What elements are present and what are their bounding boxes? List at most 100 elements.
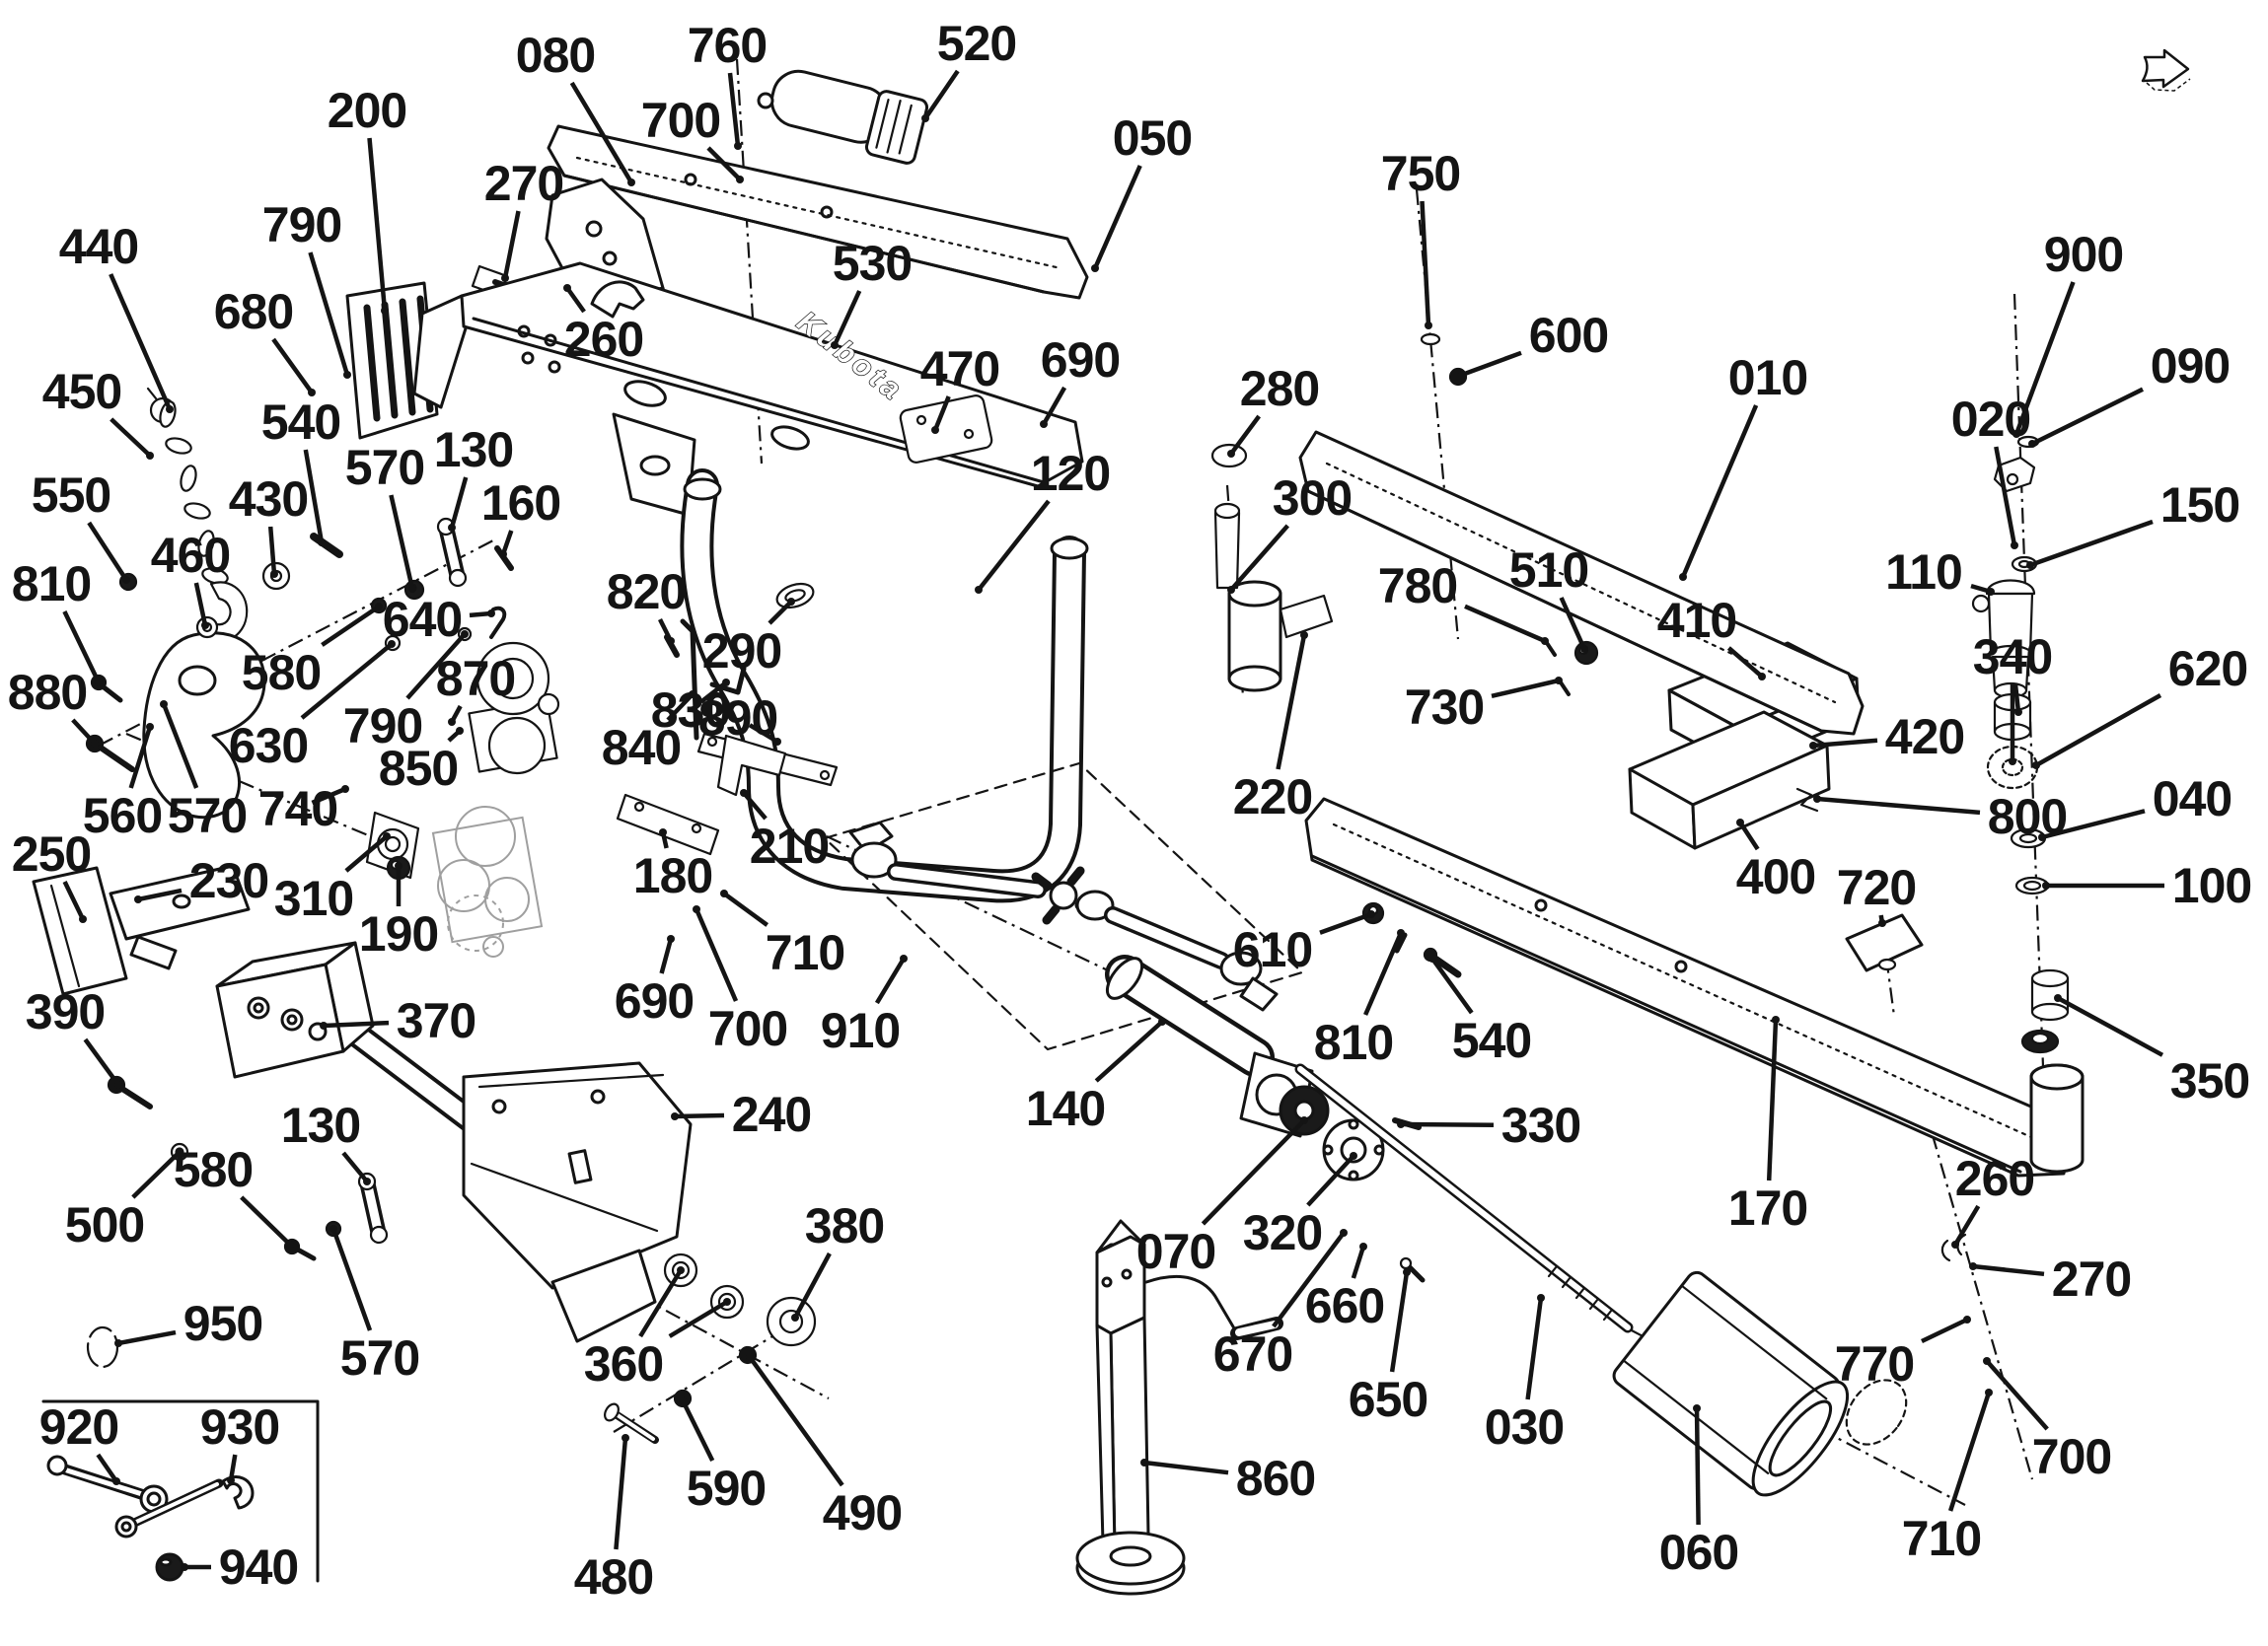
part-callout[interactable]: 660 — [1304, 1278, 1385, 1333]
part-callout[interactable]: 050 — [1112, 110, 1193, 166]
part-callout[interactable]: 880 — [7, 665, 88, 720]
part-callout[interactable]: 300 — [1272, 470, 1353, 526]
part-callout[interactable]: 460 — [150, 528, 231, 583]
part-callout[interactable]: 040 — [2152, 771, 2232, 826]
part-callout[interactable]: 700 — [640, 93, 721, 148]
part-callout[interactable]: 330 — [1500, 1098, 1581, 1153]
part-callout[interactable]: 650 — [1348, 1372, 1428, 1427]
part-callout[interactable]: 810 — [11, 556, 92, 611]
part-callout[interactable]: 290 — [701, 623, 782, 679]
part-callout[interactable]: 530 — [832, 236, 913, 291]
part-callout[interactable]: 770 — [1834, 1336, 1915, 1392]
part-callout[interactable]: 740 — [257, 781, 338, 836]
part-callout[interactable]: 850 — [378, 741, 459, 796]
part-callout[interactable]: 070 — [1135, 1224, 1216, 1279]
part-callout[interactable]: 890 — [697, 690, 778, 746]
part-callout[interactable]: 800 — [1987, 789, 2068, 844]
part-callout[interactable]: 640 — [382, 592, 463, 647]
part-callout[interactable]: 270 — [483, 156, 564, 211]
part-callout[interactable]: 590 — [686, 1461, 767, 1516]
part-callout[interactable]: 760 — [687, 18, 768, 73]
part-callout[interactable]: 720 — [1836, 860, 1917, 915]
part-callout[interactable]: 130 — [433, 422, 514, 477]
part-callout[interactable]: 160 — [480, 475, 561, 531]
part-callout[interactable]: 400 — [1735, 849, 1816, 904]
part-callout[interactable]: 390 — [25, 984, 106, 1039]
part-callout[interactable]: 320 — [1242, 1205, 1323, 1260]
part-callout[interactable]: 570 — [339, 1330, 420, 1386]
part-callout[interactable]: 210 — [749, 819, 830, 874]
part-callout[interactable]: 060 — [1658, 1525, 1739, 1580]
part-callout[interactable]: 340 — [1972, 629, 2053, 684]
part-callout[interactable]: 700 — [2031, 1429, 2112, 1484]
part-callout[interactable]: 260 — [563, 312, 644, 367]
part-callout[interactable]: 360 — [583, 1336, 664, 1392]
part-callout[interactable]: 260 — [1954, 1151, 2035, 1206]
part-callout[interactable]: 250 — [11, 826, 92, 882]
part-callout[interactable]: 170 — [1727, 1181, 1808, 1236]
part-callout[interactable]: 280 — [1239, 361, 1320, 416]
part-callout[interactable]: 490 — [822, 1485, 903, 1540]
part-callout[interactable]: 380 — [804, 1198, 885, 1253]
part-callout[interactable]: 520 — [936, 16, 1017, 71]
part-callout[interactable]: 570 — [344, 440, 425, 495]
part-callout[interactable]: 600 — [1528, 308, 1609, 363]
part-callout[interactable]: 930 — [199, 1399, 280, 1455]
part-callout[interactable]: 080 — [515, 28, 596, 83]
part-callout[interactable]: 010 — [1727, 350, 1808, 405]
part-callout[interactable]: 940 — [218, 1539, 299, 1595]
part-callout[interactable]: 220 — [1232, 769, 1313, 824]
part-callout[interactable]: 920 — [38, 1399, 119, 1455]
part-callout[interactable]: 190 — [358, 906, 439, 962]
part-callout[interactable]: 670 — [1212, 1326, 1293, 1382]
part-callout[interactable]: 610 — [1232, 922, 1313, 977]
part-callout[interactable]: 470 — [919, 341, 1000, 396]
part-callout[interactable]: 900 — [2043, 227, 2124, 282]
part-callout[interactable]: 230 — [188, 853, 269, 908]
part-callout[interactable]: 450 — [41, 364, 122, 419]
part-callout[interactable]: 240 — [731, 1087, 812, 1142]
part-callout[interactable]: 500 — [64, 1197, 145, 1252]
part-callout[interactable]: 270 — [2051, 1252, 2132, 1307]
part-callout[interactable]: 370 — [396, 993, 476, 1048]
part-callout[interactable]: 030 — [1484, 1399, 1565, 1455]
part-callout[interactable]: 550 — [31, 467, 111, 523]
part-callout[interactable]: 860 — [1235, 1451, 1316, 1506]
part-callout[interactable]: 430 — [228, 471, 309, 527]
part-callout[interactable]: 560 — [82, 788, 163, 843]
part-callout[interactable]: 840 — [601, 720, 682, 775]
part-callout[interactable]: 780 — [1377, 558, 1458, 613]
part-callout[interactable]: 810 — [1313, 1015, 1394, 1070]
part-callout[interactable]: 110 — [1885, 544, 1963, 600]
part-callout[interactable]: 580 — [241, 645, 322, 700]
part-callout[interactable]: 690 — [1040, 332, 1121, 388]
part-callout[interactable]: 140 — [1025, 1081, 1106, 1136]
part-callout[interactable]: 090 — [2150, 338, 2231, 394]
part-callout[interactable]: 120 — [1030, 446, 1111, 501]
part-callout[interactable]: 410 — [1656, 593, 1737, 648]
part-callout[interactable]: 630 — [228, 718, 309, 773]
part-callout[interactable]: 570 — [167, 788, 248, 843]
part-callout[interactable]: 790 — [342, 698, 423, 753]
part-callout[interactable]: 690 — [614, 973, 695, 1029]
part-callout[interactable]: 710 — [1901, 1511, 1982, 1566]
part-callout[interactable]: 310 — [273, 871, 354, 926]
part-callout[interactable]: 100 — [2171, 858, 2252, 913]
part-callout[interactable]: 580 — [173, 1142, 254, 1197]
part-callout[interactable]: 150 — [2159, 477, 2240, 533]
part-callout[interactable]: 020 — [1950, 392, 2031, 447]
part-callout[interactable]: 200 — [327, 83, 407, 138]
part-callout[interactable]: 130 — [280, 1098, 361, 1153]
part-callout[interactable]: 180 — [632, 848, 713, 903]
part-callout[interactable]: 910 — [820, 1003, 901, 1058]
part-callout[interactable]: 540 — [1451, 1013, 1532, 1068]
part-callout[interactable]: 830 — [650, 682, 731, 738]
part-callout[interactable]: 620 — [2167, 641, 2248, 696]
part-callout[interactable]: 950 — [183, 1296, 263, 1351]
part-callout[interactable]: 730 — [1404, 680, 1485, 735]
part-callout[interactable]: 750 — [1380, 146, 1461, 201]
part-callout[interactable]: 710 — [765, 925, 845, 980]
part-callout[interactable]: 350 — [2169, 1053, 2250, 1109]
part-callout[interactable]: 420 — [1884, 709, 1965, 764]
part-callout[interactable]: 440 — [58, 219, 139, 274]
